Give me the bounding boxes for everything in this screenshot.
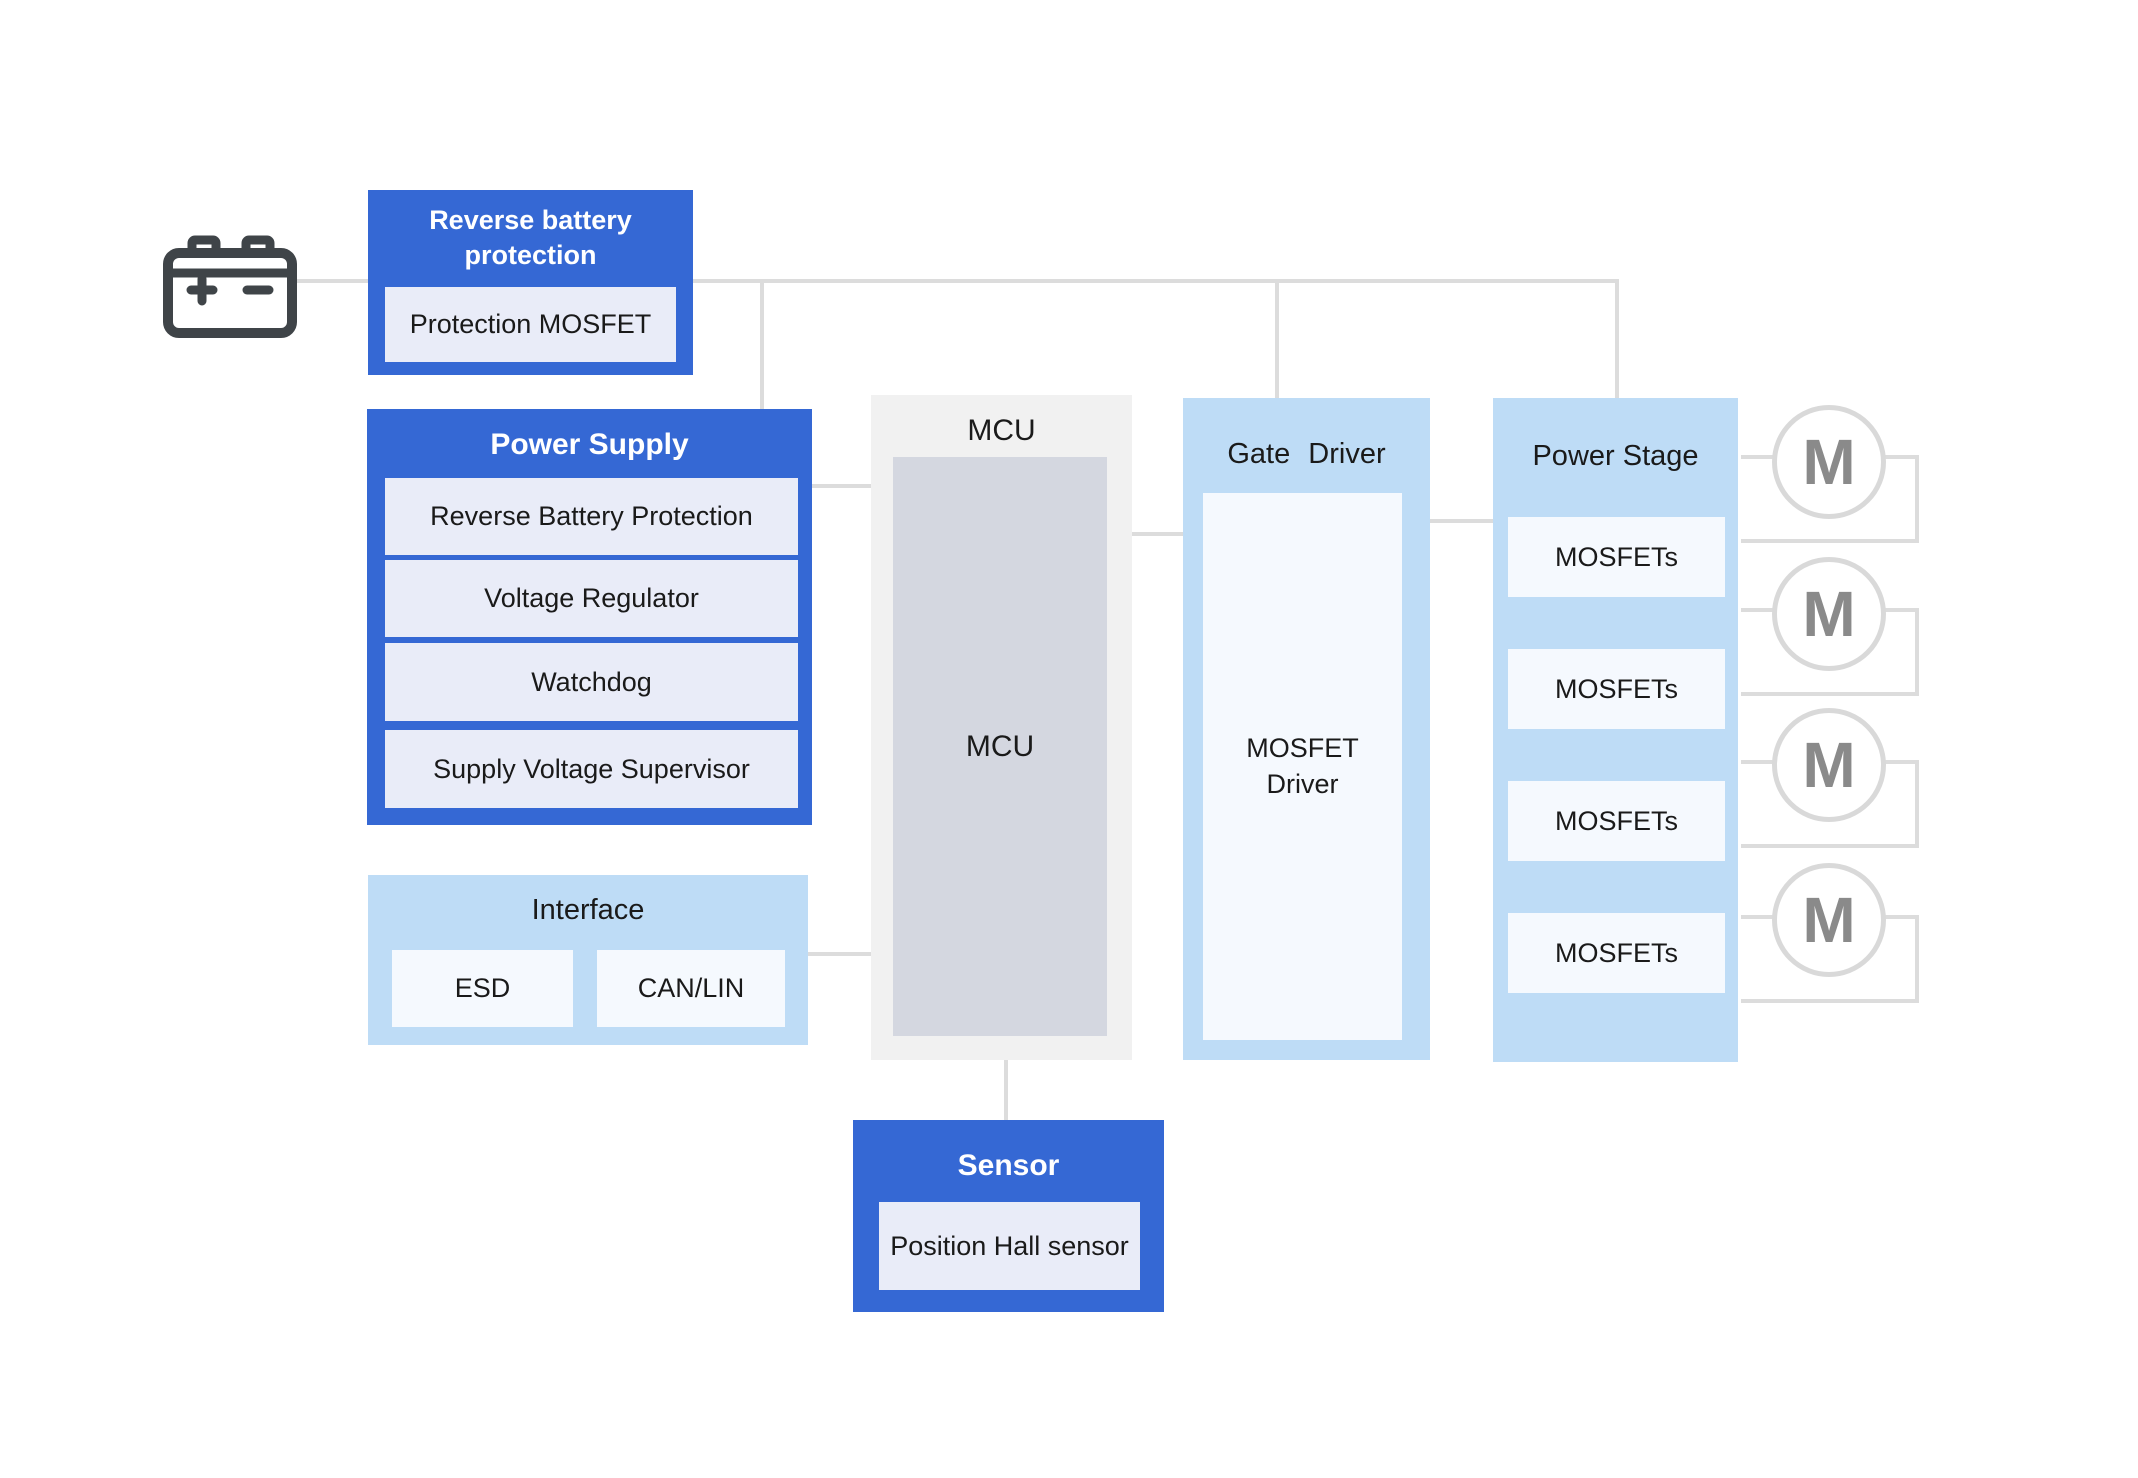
connector-mcu-to-gate-driver — [1132, 532, 1183, 536]
connector-interface-to-mcu — [808, 952, 873, 956]
protection-mosfet-box: Protection MOSFET — [385, 287, 676, 362]
motor-circle: M — [1772, 863, 1886, 977]
connector-supply-to-mcu — [812, 484, 873, 488]
power-supply-item: Supply Voltage Supervisor — [385, 730, 798, 808]
block-reverse-battery-protection: Reverse battery protection Protection MO… — [368, 190, 693, 375]
block-title: Gate Driver — [1227, 438, 1386, 470]
motor-circle: M — [1772, 557, 1886, 671]
interface-item-esd: ESD — [392, 950, 573, 1027]
connector-battery-to-topline — [292, 279, 1619, 283]
mosfet-driver-box: MOSFET Driver — [1203, 493, 1402, 1040]
block-title: Power Supply — [490, 428, 689, 461]
car-battery-icon — [163, 235, 297, 338]
mosfets-box: MOSFETs — [1508, 781, 1725, 861]
block-interface: Interface ESD CAN/LIN — [368, 875, 808, 1045]
block-mcu: MCU MCU — [871, 395, 1132, 1060]
connector-gate-driver-to-power-stage — [1430, 519, 1493, 523]
power-supply-item: Watchdog — [385, 643, 798, 721]
connector-drop-power-supply — [760, 281, 764, 409]
mosfets-box: MOSFETs — [1508, 517, 1725, 597]
block-title: Power Stage — [1532, 440, 1699, 472]
block-sensor: Sensor Position Hall sensor — [853, 1120, 1164, 1312]
power-supply-item: Reverse Battery Protection — [385, 478, 798, 555]
block-title: MCU — [967, 414, 1036, 447]
block-title: Interface — [531, 894, 645, 926]
motor-circle: M — [1772, 405, 1886, 519]
mosfets-box: MOSFETs — [1508, 913, 1725, 993]
interface-item-can-lin: CAN/LIN — [597, 950, 785, 1027]
connector-drop-gate-driver — [1275, 281, 1279, 398]
mcu-inner-box: MCU — [893, 457, 1107, 1036]
block-power-supply: Power Supply Reverse Battery Protection … — [367, 409, 812, 825]
motor-circle: M — [1772, 708, 1886, 822]
connector-drop-power-stage — [1615, 281, 1619, 398]
block-power-stage: Power Stage MOSFETs MOSFETs MOSFETs MOSF… — [1493, 398, 1738, 1062]
block-gate-driver: Gate Driver MOSFET Driver — [1183, 398, 1430, 1060]
mosfets-box: MOSFETs — [1508, 649, 1725, 729]
block-title: Sensor — [957, 1149, 1060, 1182]
power-supply-item: Voltage Regulator — [385, 560, 798, 637]
block-title: Reverse battery protection — [429, 205, 632, 271]
position-hall-sensor-box: Position Hall sensor — [879, 1202, 1140, 1290]
connector-mcu-to-sensor — [1004, 1038, 1008, 1120]
